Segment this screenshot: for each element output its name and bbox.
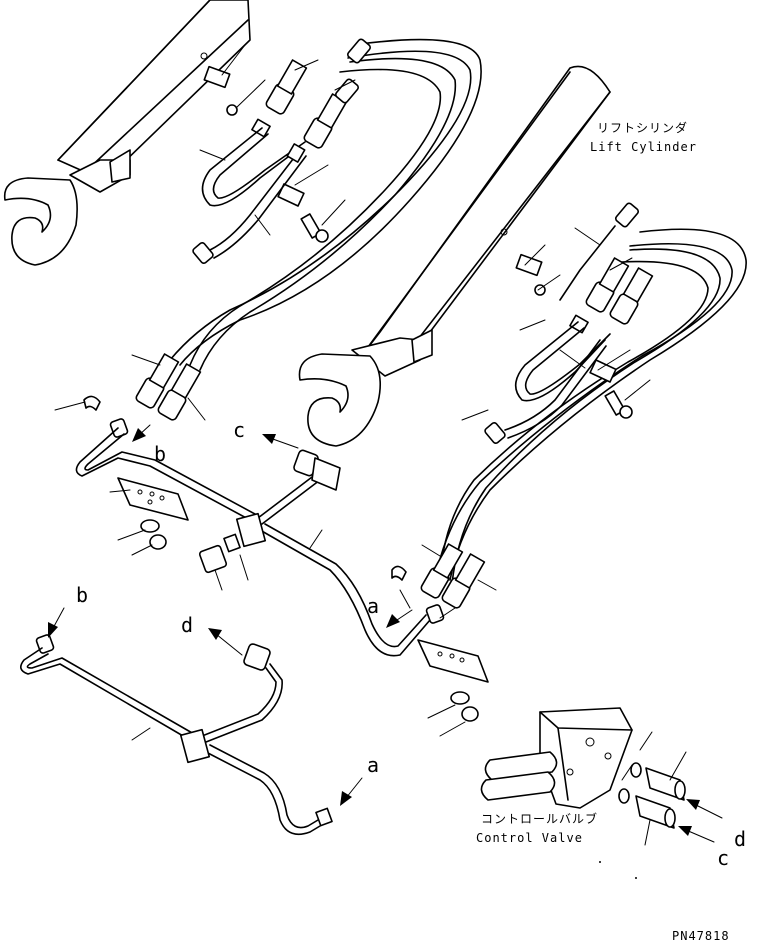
left-cylinder-hoses	[169, 38, 482, 371]
arrow-d-valve	[686, 799, 723, 819]
arrow-a-lower	[340, 777, 363, 806]
lift-cylinder-jp-label: リフトシリンダ	[597, 120, 688, 135]
arrow-c-valve	[678, 826, 715, 843]
arrow-b-upper	[132, 424, 151, 442]
part-number: PN47818	[672, 929, 730, 941]
label-a-mid: a	[367, 594, 379, 618]
arrow-c-upper	[262, 434, 299, 449]
control-valve	[480, 707, 687, 879]
label-b-upper: b	[154, 442, 166, 466]
label-d-lower: d	[181, 613, 193, 637]
right-cylinder-hoses	[435, 202, 747, 585]
control-valve-en-label: Control Valve	[476, 831, 583, 845]
arrow-b-lower	[48, 607, 65, 638]
lower-tube-assembly	[20, 634, 333, 836]
arrow-a-mid	[386, 609, 413, 628]
lift-cylinder-en-label: Lift Cylinder	[590, 140, 697, 154]
left-lift-cylinder	[3, 0, 251, 266]
right-lift-cylinder	[298, 65, 611, 447]
middle-tube-assembly	[54, 353, 497, 737]
label-b-lower: b	[76, 583, 88, 607]
label-c-upper: c	[233, 418, 245, 442]
label-c-valve: c	[717, 846, 729, 870]
control-valve-jp-label: コントロールバルブ	[481, 811, 598, 826]
label-a-lower: a	[367, 753, 379, 777]
arrow-d-lower	[208, 628, 243, 656]
label-d-valve: d	[734, 827, 746, 851]
